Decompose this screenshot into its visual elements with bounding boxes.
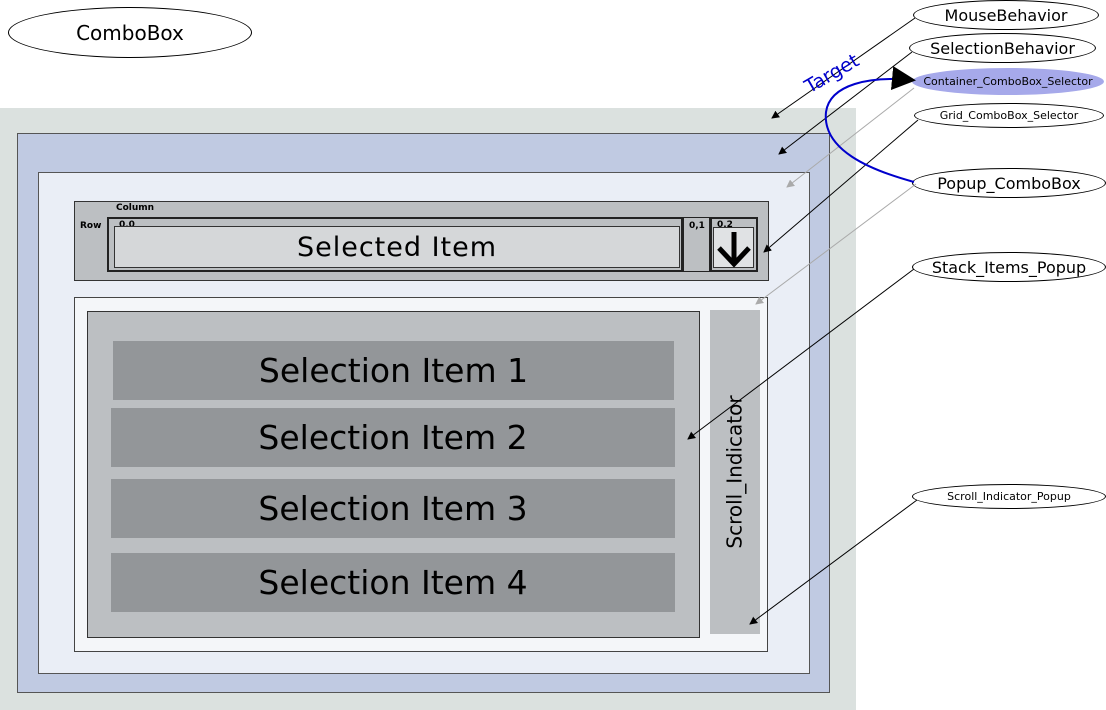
- grid-combobox-selector-text: Grid_ComboBox_Selector: [939, 109, 1079, 122]
- down-arrow-icon: [717, 232, 751, 268]
- mouse-behavior-text: MouseBehavior: [944, 5, 1068, 25]
- scroll-indicator[interactable]: Scroll_Indicator: [710, 310, 760, 634]
- scroll-indicator-popup-label: Scroll_Indicator_Popup: [912, 484, 1106, 509]
- row-label: Row: [80, 221, 102, 231]
- arrow-selection-behavior: [778, 51, 913, 155]
- selection-behavior-label: SelectionBehavior: [909, 33, 1096, 63]
- title-label: ComboBox: [8, 7, 252, 58]
- selection-item-3[interactable]: Selection Item 3: [111, 479, 675, 538]
- arrow-stack: [687, 268, 915, 440]
- arrow-scroll-indicator: [749, 499, 918, 625]
- selection-item-2-label: Selection Item 2: [258, 418, 528, 457]
- arrow-container: [786, 87, 915, 188]
- selected-item-field[interactable]: Selected Item: [114, 226, 680, 268]
- selection-item-4-label: Selection Item 4: [258, 563, 528, 602]
- grid-cell-0-1: [683, 217, 710, 272]
- container-combobox-selector-text: Container_ComboBox_Selector: [923, 75, 1093, 88]
- selection-item-1[interactable]: Selection Item 1: [113, 341, 674, 400]
- target-curve: [824, 66, 916, 183]
- arrow-mouse-behavior: [771, 17, 916, 119]
- cell-label-0-0: 0,0: [119, 220, 135, 230]
- cell-label-0-2: 0,2: [717, 220, 733, 230]
- selection-item-4[interactable]: Selection Item 4: [111, 553, 675, 612]
- selection-behavior-text: SelectionBehavior: [930, 38, 1075, 58]
- mouse-behavior-label: MouseBehavior: [913, 0, 1099, 30]
- selected-item-text: Selected Item: [296, 231, 498, 263]
- stack-items-popup-label: Stack_Items_Popup: [912, 252, 1106, 282]
- selection-item-2[interactable]: Selection Item 2: [111, 408, 675, 467]
- container-combobox-selector-label: Container_ComboBox_Selector: [912, 68, 1104, 95]
- column-label: Column: [116, 203, 155, 213]
- arrow-popup: [755, 183, 917, 305]
- dropdown-button[interactable]: [713, 227, 754, 268]
- popup-combobox-label: Popup_ComboBox: [912, 168, 1106, 198]
- scroll-indicator-popup-text: Scroll_Indicator_Popup: [947, 490, 1071, 503]
- stack-items-popup-text: Stack_Items_Popup: [931, 257, 1087, 277]
- arrow-grid: [763, 119, 919, 253]
- selection-item-3-label: Selection Item 3: [258, 489, 528, 528]
- title-text: ComboBox: [76, 20, 184, 45]
- selection-item-1-label: Selection Item 1: [258, 351, 529, 390]
- grid-combobox-selector-label: Grid_ComboBox_Selector: [914, 103, 1104, 128]
- popup-combobox-text: Popup_ComboBox: [937, 173, 1081, 193]
- cell-label-0-1: 0,1: [689, 221, 705, 231]
